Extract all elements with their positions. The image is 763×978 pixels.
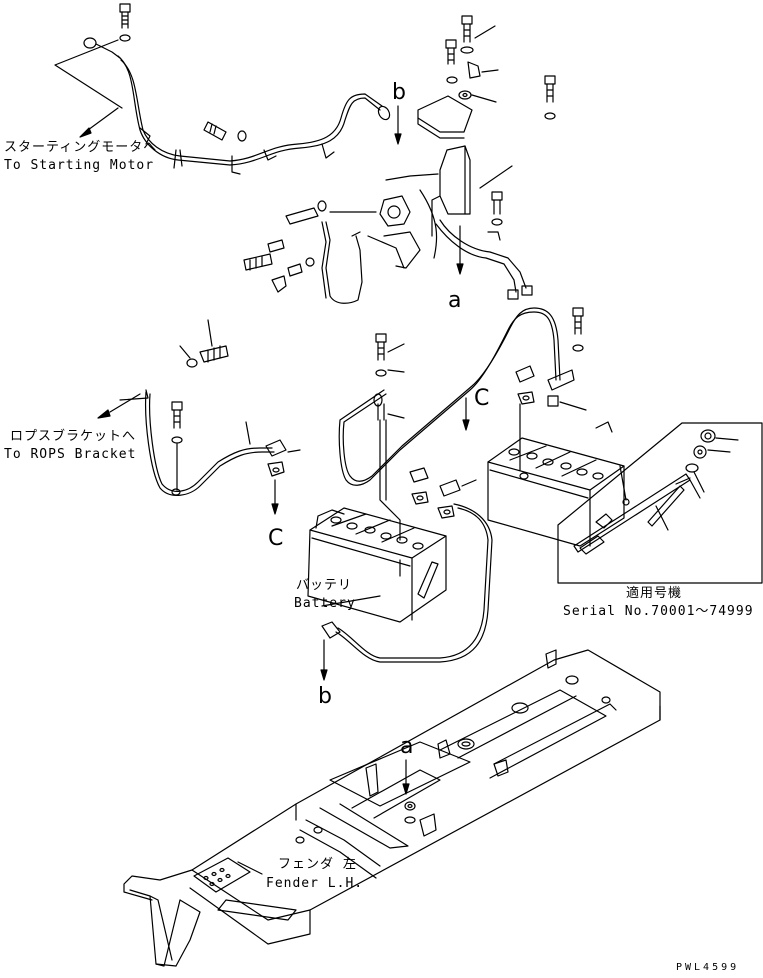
marker-b-bottom: b	[318, 684, 332, 709]
battery-right	[487, 421, 630, 547]
upper-bracket-assembly	[243, 15, 556, 304]
marker-c-left: C	[268, 526, 284, 551]
fender-label-en: Fender L.H.	[266, 876, 364, 891]
battery-label-en: Battery	[294, 596, 356, 611]
fender-label-jp: フェンダ 左	[278, 857, 357, 872]
rops-label-jp: ロプスブラケットへ	[10, 429, 137, 444]
serial-detail-box	[557, 422, 763, 584]
starting-motor-label-en: To Starting Motor	[4, 158, 155, 173]
battery-cables	[320, 307, 587, 681]
starting-motor-label-jp: スターティングモータへ	[4, 140, 158, 155]
battery-leader	[321, 595, 381, 607]
drawing-code: PWL4599	[676, 962, 740, 973]
marker-c-right: C	[474, 386, 490, 411]
rops-cable	[97, 319, 301, 515]
fender-left	[123, 649, 661, 967]
rops-label-en: To ROPS Bracket	[4, 447, 137, 462]
serial-label-jp: 適用号機	[626, 586, 683, 601]
marker-b-top: b	[392, 80, 406, 105]
serial-label-en: Serial No.70001～74999	[563, 604, 754, 619]
marker-a-bottom: a	[400, 734, 414, 759]
marker-a-top: a	[448, 288, 462, 313]
battery-left	[307, 507, 447, 623]
battery-label-jp: バッテリ	[296, 578, 353, 593]
starting-motor-cable	[54, 3, 391, 175]
